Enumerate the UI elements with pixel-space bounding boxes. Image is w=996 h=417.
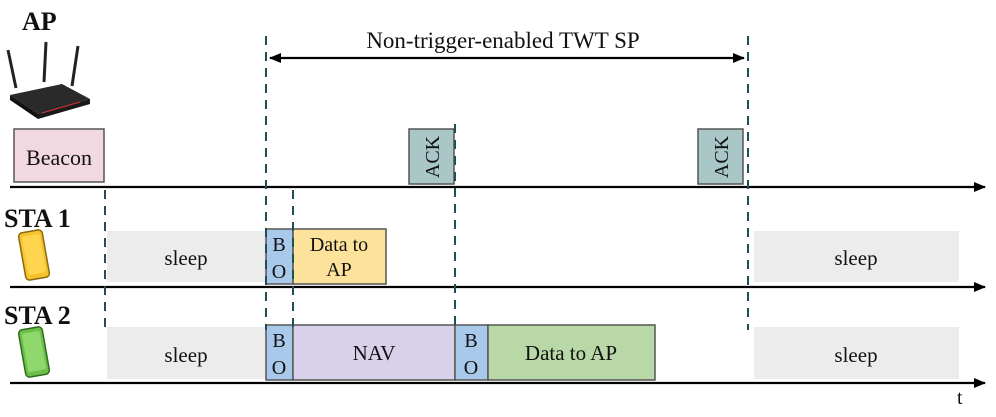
ack-label-2: ACK — [711, 135, 733, 178]
ack-frame-2 — [697, 128, 744, 185]
sta2-backoff-2-line2: O — [464, 357, 478, 379]
ack-label-1: ACK — [422, 135, 444, 178]
sta1-sleep-right-label: sleep — [834, 246, 877, 270]
sta1-backoff-line2: O — [272, 261, 286, 283]
sta1-data-line1: Data to — [310, 234, 368, 256]
sta1-data-frame — [292, 228, 387, 285]
sta2-phone-icon — [17, 326, 51, 378]
sta2-backoff-2-line1: B — [464, 330, 477, 352]
sta1-label: STA 1 — [4, 204, 71, 233]
sta2-data-label: Data to AP — [525, 341, 617, 365]
sta2-backoff-1-line1: B — [272, 330, 285, 352]
sta2-nav-label: NAV — [353, 341, 396, 365]
sta2-backoff-1-line2: O — [272, 357, 286, 379]
sta2-sleep-left — [107, 327, 266, 379]
sta1-backoff — [265, 228, 294, 285]
beacon-frame — [13, 128, 105, 183]
sta2-nav — [292, 324, 456, 381]
twt-sp-label: Non-trigger-enabled TWT SP — [366, 28, 639, 53]
sta1-sleep-left-label: sleep — [164, 246, 207, 270]
sta2-sleep-right-label: sleep — [834, 343, 877, 367]
router-icon — [6, 41, 90, 119]
sta1-data-line2: AP — [326, 259, 352, 281]
sta1-sleep-left — [107, 231, 266, 282]
beacon-label: Beacon — [26, 145, 92, 170]
sta2-label: STA 2 — [4, 301, 71, 330]
time-axis-label: t — [957, 387, 963, 409]
sta1-sleep-right — [754, 231, 959, 282]
sta2-sleep-right — [754, 327, 959, 379]
sta1-backoff-line1: B — [272, 234, 285, 256]
sta2-data-frame — [487, 324, 656, 381]
sta2-sleep-left-label: sleep — [164, 343, 207, 367]
ap-label: AP — [22, 7, 57, 36]
ack-frame-1 — [408, 128, 455, 185]
sta1-phone-icon — [17, 229, 51, 281]
